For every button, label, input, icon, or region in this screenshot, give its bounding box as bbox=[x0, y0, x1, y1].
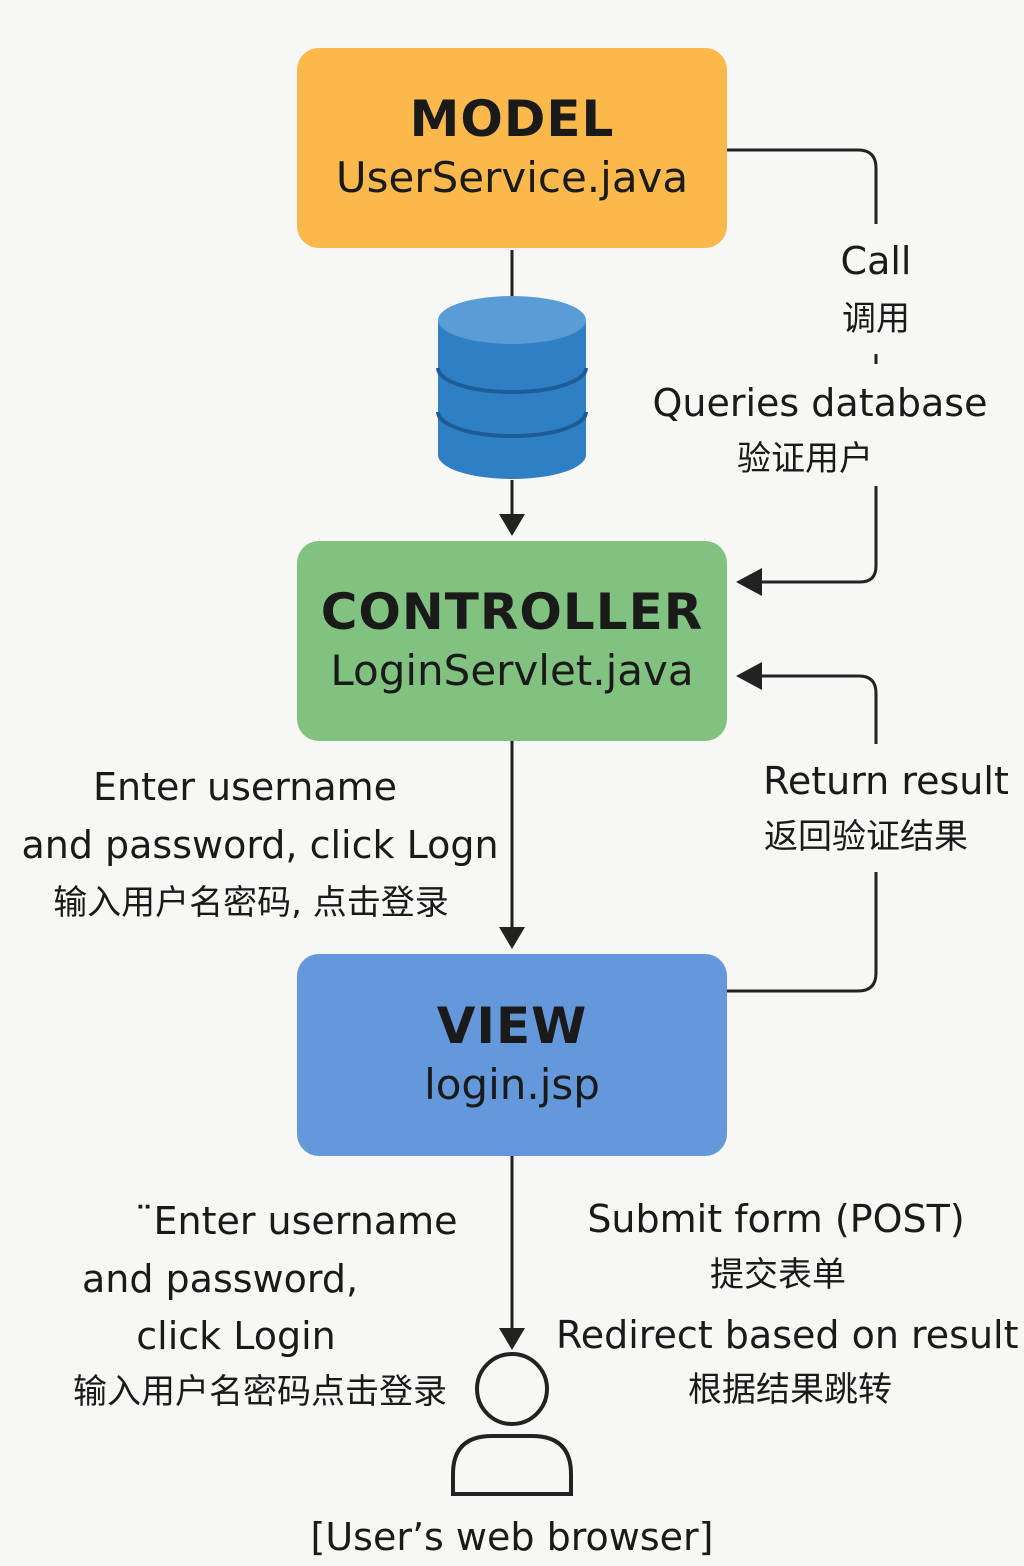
enter1-label-line2: and password, click Logn bbox=[21, 823, 499, 867]
view-title: VIEW bbox=[436, 997, 588, 1055]
enter2-label-line1: ¨Enter username bbox=[134, 1199, 458, 1243]
return-label-en: Return result bbox=[763, 759, 1009, 803]
controller-file: LoginServlet.java bbox=[330, 646, 694, 695]
view-file: login.jsp bbox=[424, 1060, 600, 1109]
return-connector bbox=[727, 872, 878, 993]
browser-caption: [User’s web browser] bbox=[310, 1515, 714, 1559]
enter2-label-cn: 输入用户名密码点击登录 bbox=[73, 1372, 447, 1412]
submit-label-cn: 提交表单 bbox=[710, 1255, 846, 1295]
call-label-en: Call bbox=[840, 239, 912, 283]
model-box: MODEL UserService.java bbox=[297, 48, 727, 248]
controller-box: CONTROLLER LoginServlet.java bbox=[297, 541, 727, 741]
submit-label-en: Submit form (POST) bbox=[587, 1197, 965, 1241]
enter1-label-line1: Enter username bbox=[92, 765, 398, 809]
return-label-cn: 返回验证结果 bbox=[764, 817, 968, 857]
redirect-label-en: Redirect based on result bbox=[556, 1313, 1019, 1357]
queries-label-en: Queries database bbox=[652, 381, 988, 425]
enter1-label-cn: 输入用户名密码, 点击登录 bbox=[53, 883, 449, 923]
view-box: VIEW login.jsp bbox=[297, 954, 727, 1156]
enter2-label-line2: and password, bbox=[81, 1257, 359, 1301]
enter2-label-line3: click Login bbox=[136, 1314, 336, 1358]
database-icon bbox=[436, 296, 588, 479]
redirect-label-cn: 根据结果跳转 bbox=[688, 1370, 892, 1410]
user-icon bbox=[451, 1352, 573, 1496]
queries-label-cn: 验证用户 bbox=[737, 439, 873, 479]
call-label-cn: 调用 bbox=[842, 299, 910, 339]
model-file: UserService.java bbox=[335, 153, 689, 202]
controller-title: CONTROLLER bbox=[320, 583, 704, 641]
model-title: MODEL bbox=[409, 90, 615, 148]
call-connector bbox=[727, 148, 878, 224]
